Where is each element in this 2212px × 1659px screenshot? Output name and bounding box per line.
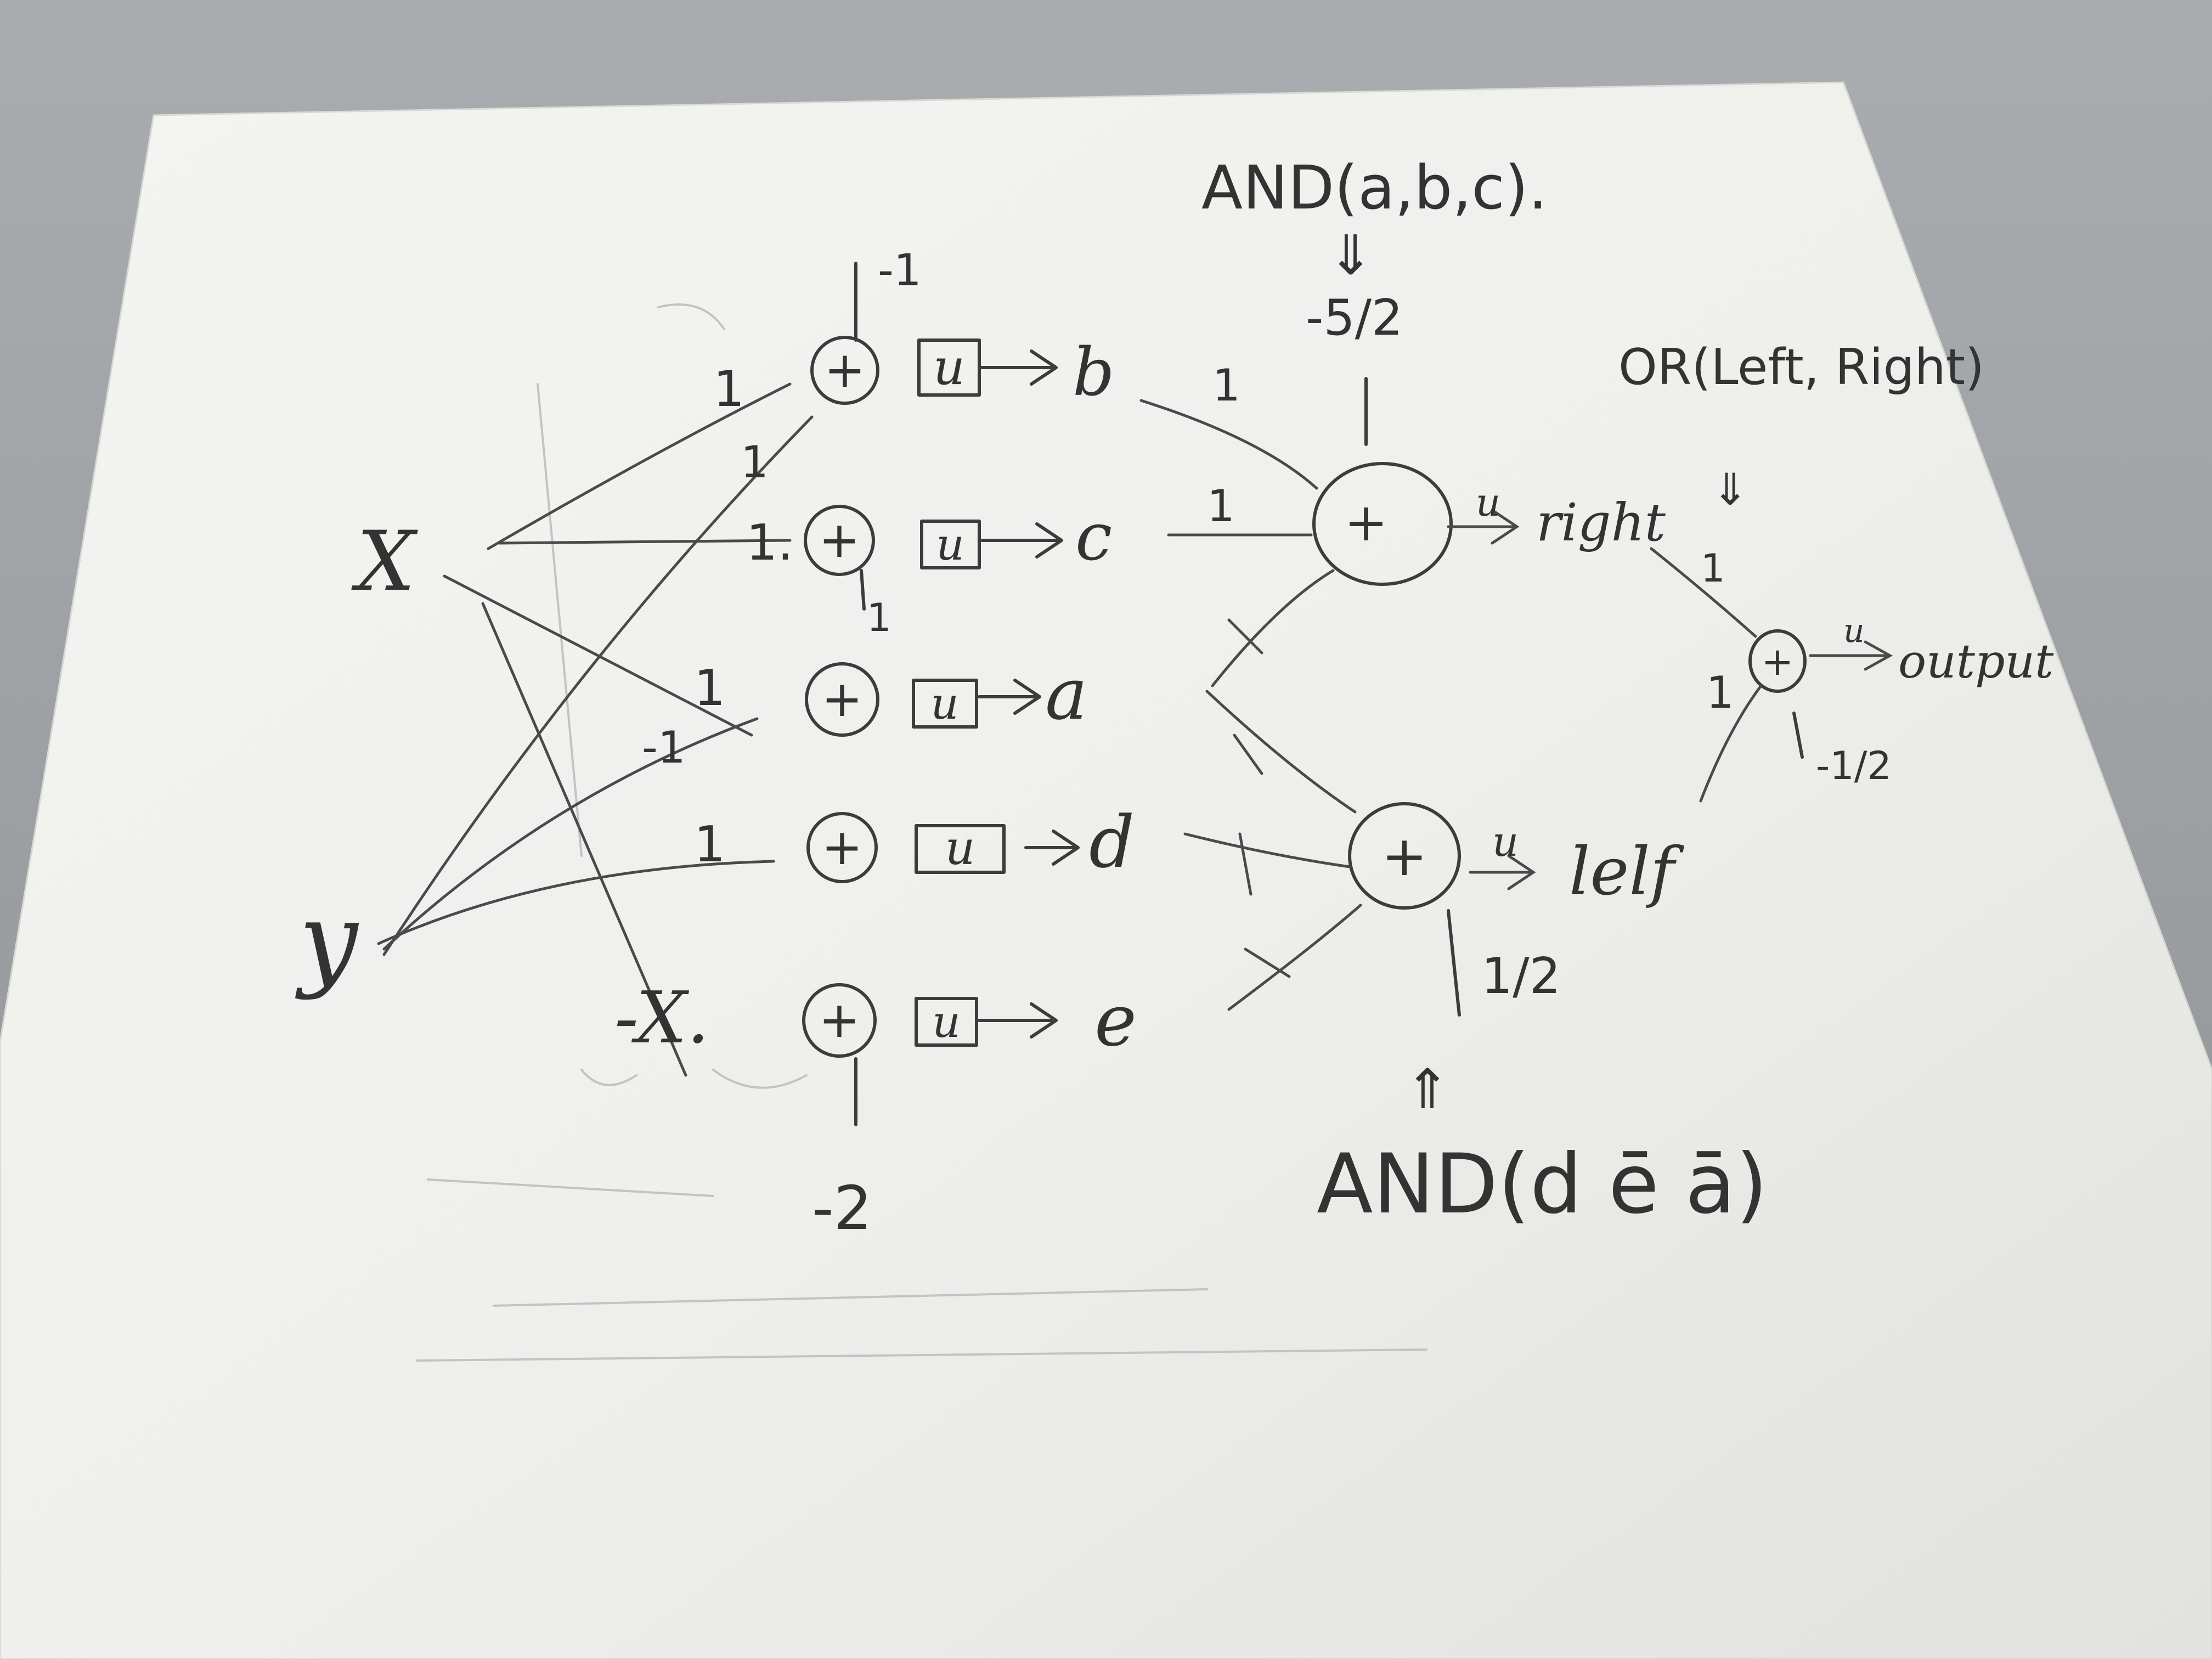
output-label: output <box>1898 635 2054 689</box>
right-arrow: ⇓ <box>1328 223 1374 287</box>
sum-node-a <box>805 662 879 737</box>
weight-to-d: 1 <box>694 816 725 873</box>
hidden-unit-a: + u a 1 -1 <box>642 652 1088 773</box>
output-activation: u <box>1843 612 1865 650</box>
edge-a-left <box>1205 690 1357 814</box>
right-bias: -5/2 <box>1306 289 1403 347</box>
hidden-unit-b: -1 + u b 1 1 <box>713 245 1115 488</box>
weight-to-c-top: 1 <box>741 437 769 488</box>
input-y-label: y <box>295 880 359 1001</box>
left-bias: 1/2 <box>1481 947 1561 1005</box>
output-unit: OR(Left, Right) ⇓ + u output -1/2 1 1 <box>1618 338 2054 803</box>
left-arrow-out <box>1469 854 1536 890</box>
right-activation: u <box>1476 480 1500 525</box>
edge-b-right <box>1139 399 1318 490</box>
input-x: X <box>351 514 418 610</box>
weight-to-b: 1 <box>713 360 744 418</box>
activation-d: u <box>945 821 975 876</box>
output-bias-line <box>1792 712 1804 759</box>
output-a: a <box>1045 652 1088 736</box>
hidden-unit-e: + -2 u e -X. <box>614 976 1137 1243</box>
right-label: right <box>1536 493 1666 553</box>
output-sum-node <box>1748 629 1807 693</box>
edge-d-left <box>1183 832 1351 868</box>
left-bias-line <box>1447 909 1461 1017</box>
output-b: b <box>1073 335 1115 411</box>
bias-b: -1 <box>878 245 922 296</box>
edge-a-right-tick <box>1227 618 1263 654</box>
edge-right-output <box>1650 547 1757 638</box>
activation-box-b <box>917 338 981 397</box>
activation-box-c <box>920 520 981 569</box>
edge-a-right <box>1211 569 1335 687</box>
weight-to-a: 1 <box>694 659 725 717</box>
arrow-a <box>978 679 1041 715</box>
activation-e: u <box>932 996 961 1047</box>
weight-b-right: 1 <box>1212 360 1240 411</box>
activation-box-a <box>912 679 978 729</box>
edge-a-left-tick <box>1233 733 1263 775</box>
output-bias: -1/2 <box>1816 743 1892 788</box>
weight-to-c: 1. <box>746 514 793 572</box>
hidden-unit-d: + u d 1 <box>694 800 1135 884</box>
paper-sheet <box>0 81 2212 1659</box>
right-sum-symbol: + <box>1344 493 1388 553</box>
activation-c: u <box>936 519 964 570</box>
edge-left-output <box>1699 684 1763 803</box>
weight-right-output: 1 <box>1701 546 1725 591</box>
bias-e: -2 <box>812 1173 872 1243</box>
bias-line-c <box>860 569 866 611</box>
left-arrow: ⇑ <box>1404 1057 1451 1121</box>
input-x-label: X <box>351 514 418 610</box>
sum-symbol-a: + <box>821 670 862 728</box>
left-label: lelf <box>1569 834 1685 910</box>
output-d: d <box>1089 800 1135 884</box>
output-annotation: OR(Left, Right) <box>1618 338 1984 396</box>
left-activation: u <box>1492 817 1519 866</box>
right-annotation: AND(a,b,c). <box>1201 153 1548 223</box>
weight-to-a-neg: -1 <box>642 722 686 773</box>
arrow-d <box>1024 830 1080 866</box>
right-arrow-out <box>1447 509 1520 545</box>
left-unit: + u lelf 1/2 ⇑ AND(d ē ā) <box>1183 690 1768 1232</box>
input-connections <box>377 382 814 1077</box>
hidden-unit-c: + 1 u c 1. <box>746 499 1112 640</box>
left-sum-node <box>1348 802 1461 910</box>
activation-b: u <box>933 338 965 396</box>
sum-symbol-b: + <box>824 341 865 399</box>
sum-node-e <box>802 983 877 1058</box>
edge-e-left <box>1227 904 1362 1011</box>
activation-box-e <box>915 997 978 1047</box>
sum-symbol-d: + <box>821 819 862 876</box>
sum-node-d <box>806 812 878 883</box>
output-c: c <box>1075 499 1112 575</box>
activation-box-d <box>915 824 1006 874</box>
arrow-c <box>980 522 1063 558</box>
weight-left-output: 1 <box>1706 667 1734 718</box>
output-arrow-out <box>1809 640 1893 671</box>
right-sum-node <box>1312 462 1453 586</box>
sum-symbol-e: + <box>819 991 860 1049</box>
weight-c-right: 1 <box>1207 481 1235 532</box>
sum-symbol-c: + <box>819 511 860 569</box>
left-annotation: AND(d ē ā) <box>1317 1137 1768 1232</box>
left-sum-symbol: + <box>1381 824 1427 888</box>
edge-d-left-tick <box>1238 832 1252 896</box>
edge-e-left-tick <box>1244 947 1291 978</box>
arrow-b <box>980 349 1058 386</box>
input-y: y <box>295 880 359 1001</box>
output-arrow: ⇓ <box>1712 464 1748 515</box>
bias-c: 1 <box>867 595 891 640</box>
sum-node-c <box>804 505 875 576</box>
input-neg-x-label: -X. <box>614 976 709 1059</box>
output-e: e <box>1094 979 1137 1062</box>
arrow-e <box>978 1002 1058 1039</box>
sum-node-b <box>810 336 879 405</box>
erased-marks <box>416 303 1427 1362</box>
right-unit: AND(a,b,c). ⇓ -5/2 + u right 1 1 <box>1139 153 1666 687</box>
output-sum-symbol: + <box>1762 639 1794 684</box>
activation-a: u <box>930 678 959 729</box>
